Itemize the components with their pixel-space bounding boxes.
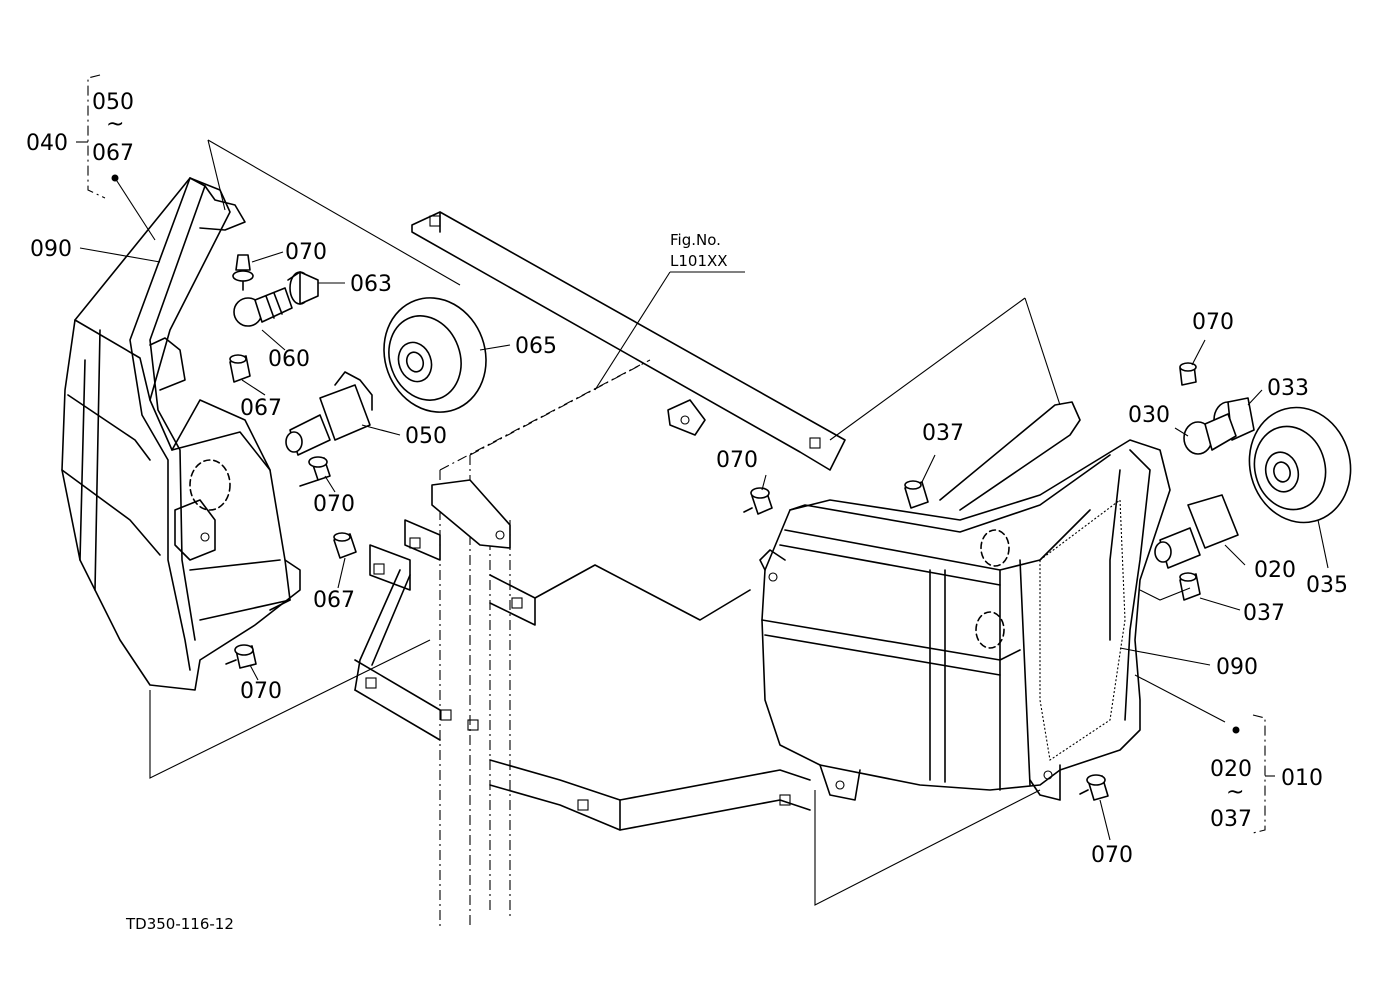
label-r033: 033 [1267,376,1309,401]
label-067-group: 067 [92,141,134,166]
label-r037-bot: 037 [1243,601,1285,626]
label-010: 010 [1281,766,1323,791]
label-r090: 090 [1216,655,1258,680]
label-r020: 020 [1254,558,1296,583]
label-040: 040 [26,131,68,156]
socket-063 [287,271,319,305]
assembly-lines [149,139,1191,906]
left-head-lamp [61,177,301,691]
label-l050: 050 [405,424,447,449]
label-020-group: 020 [1210,757,1252,782]
left-group-dot [111,174,119,182]
drawing-code: TD350-116-12 [125,915,234,933]
labels: 040 050 ~ 067 090 070 063 060 065 067 05… [26,90,1348,933]
label-l070-top: 070 [285,240,327,265]
reflector-065 [383,297,487,413]
bulb-020 [1154,494,1239,569]
label-r070-left: 070 [716,448,758,473]
bushing-067-bot [333,532,357,559]
screw-070-r-left [743,487,773,515]
bushing-067-top [229,354,251,383]
label-l065: 065 [515,334,557,359]
label-r030: 030 [1128,403,1170,428]
label-l067-top: 067 [240,396,282,421]
fig-ref-label: Fig.No. [670,231,721,249]
bulb-050 [285,371,373,456]
label-r037-top: 037 [922,421,964,446]
label-l067-bot: 067 [313,588,355,613]
label-r070-top: 070 [1192,310,1234,335]
center-frame [354,211,846,930]
left-small-parts [225,254,487,669]
label-l060: 060 [268,347,310,372]
right-small-parts [743,362,1352,801]
bulb-060 [233,287,293,327]
right-group-dot [1232,726,1240,734]
bushing-037-bot [1179,572,1201,601]
label-l090: 090 [30,237,72,262]
label-l063: 063 [350,272,392,297]
bushing-037-top [904,480,929,509]
label-l070-mid: 070 [313,492,355,517]
screw-070-top [232,254,254,291]
leader-lines [76,74,1329,841]
label-left-tilde: ~ [106,112,124,137]
screw-070-r-top [1179,362,1197,386]
fig-ref-number: L101XX [670,252,728,270]
label-r035: 035 [1306,573,1348,598]
screw-070-r-bot [1079,774,1109,801]
label-r070-bot: 070 [1091,843,1133,868]
reflector-035 [1248,406,1352,524]
screw-070-bot [225,644,257,669]
label-right-tilde: ~ [1226,780,1244,805]
label-l070-bot: 070 [240,679,282,704]
label-037-group: 037 [1210,807,1252,832]
right-head-lamp [759,401,1171,801]
label-050-group: 050 [92,90,134,115]
bulb-030 [1183,413,1237,455]
screw-070-mid [299,456,331,487]
